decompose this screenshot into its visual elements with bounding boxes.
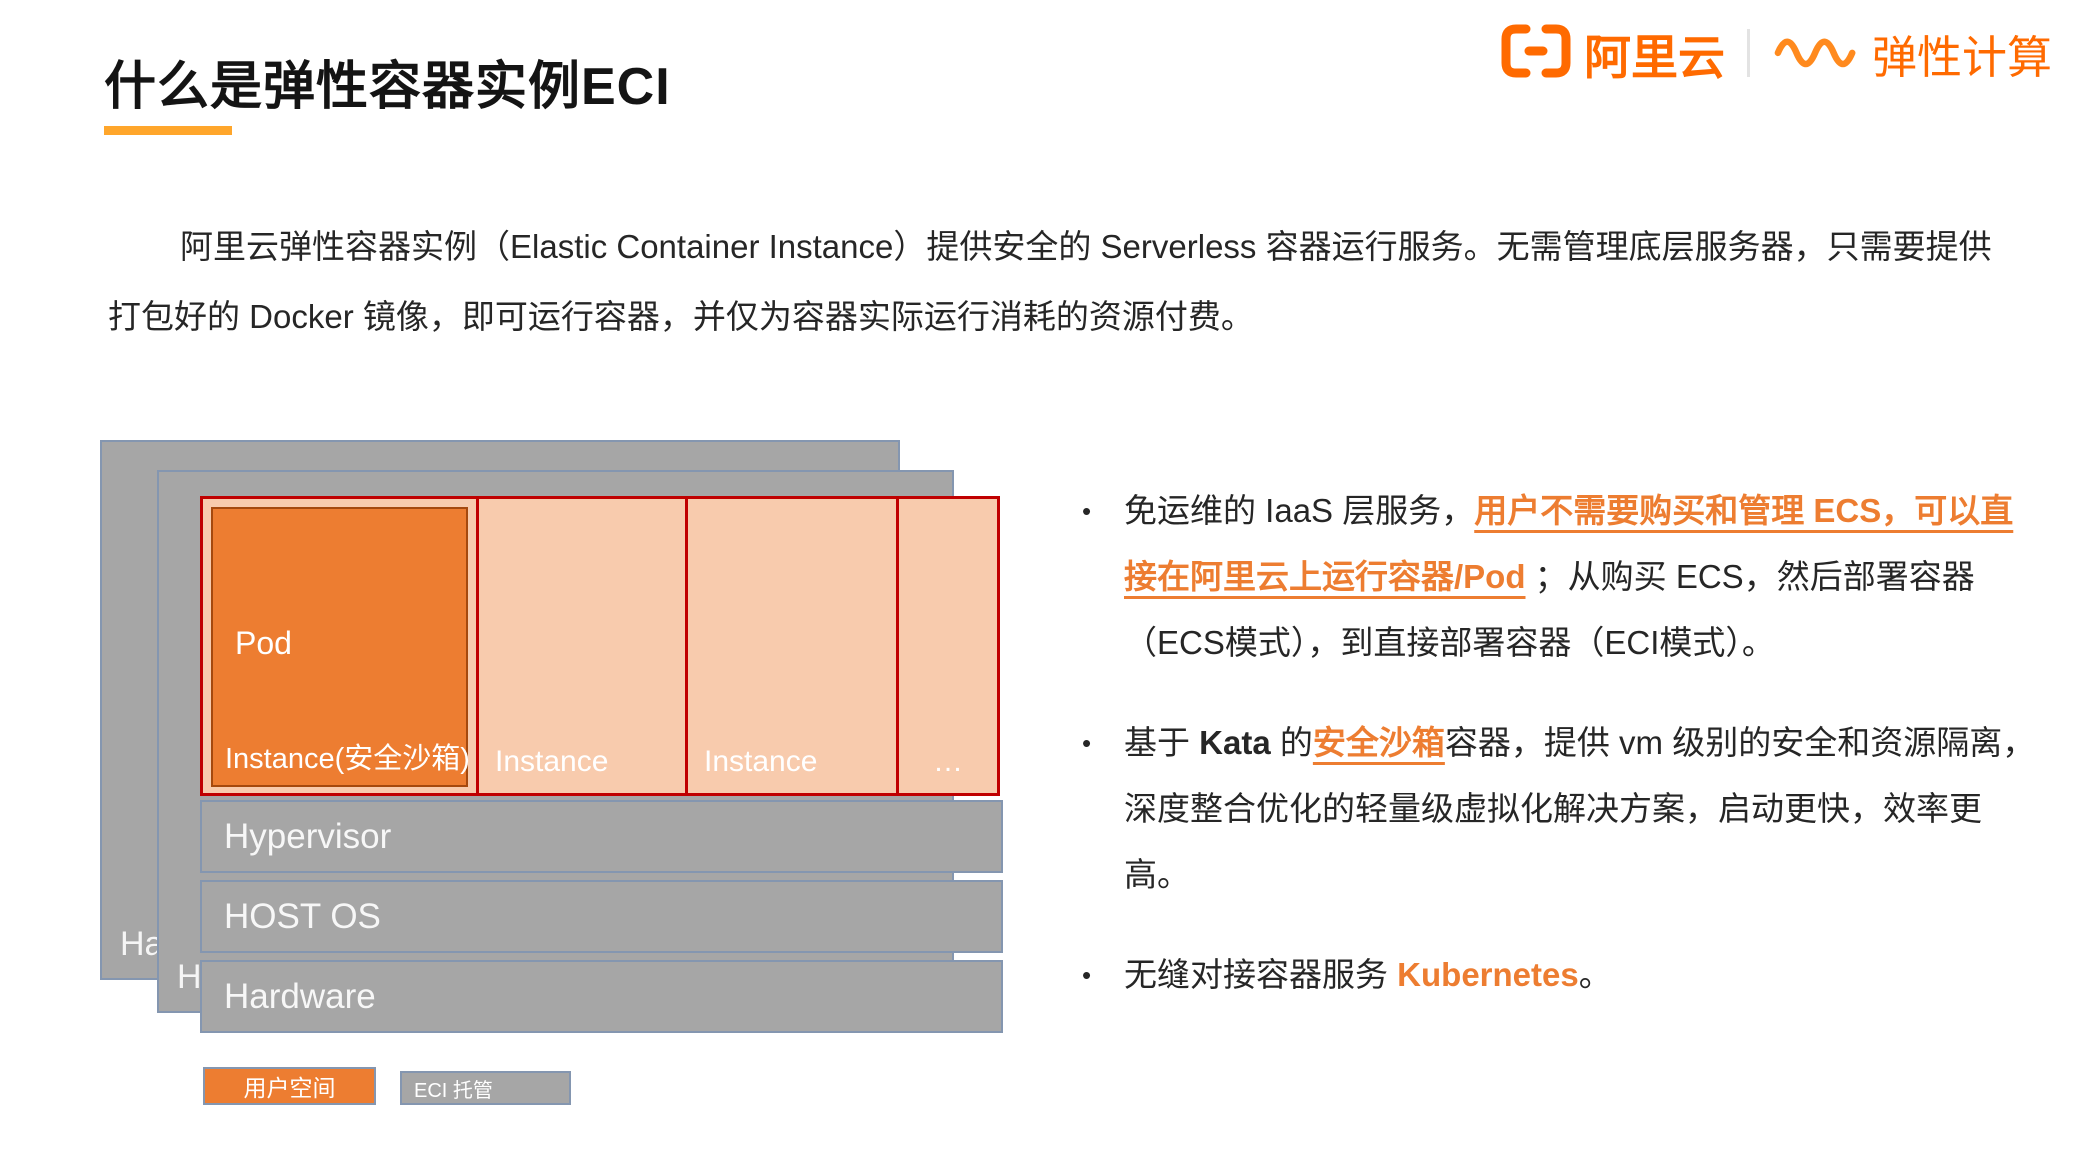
layer-host-os: HOST OS	[200, 880, 1003, 953]
pod-box: Pod Instance(安全沙箱)	[211, 507, 470, 787]
instance-cell: Instance	[685, 499, 896, 793]
bullet-segment: Kata	[1199, 724, 1271, 761]
instance-cell-sandbox: Pod Instance(安全沙箱)	[203, 499, 476, 793]
bullet-segment: Kubernetes	[1397, 956, 1579, 993]
bullet-segment: 无缝对接容器服务	[1124, 956, 1398, 993]
bullet-segment: 基于	[1124, 724, 1200, 761]
bullet-dot: •	[1082, 960, 1092, 990]
bullet-text: 无缝对接容器服务 Kubernetes。	[1124, 956, 1612, 993]
ellipsis-label: …	[933, 745, 963, 778]
logo-divider	[1746, 29, 1750, 77]
instance-label: Instance	[495, 745, 609, 778]
title-underline-bar	[104, 126, 232, 135]
bullet-segment: ；从购买 ECS，然后部署容器（ECS模式），到直接部署容器（ECI模式）。	[1124, 558, 1975, 661]
bullet-item: • 无缝对接容器服务 Kubernetes。	[1078, 942, 2038, 1008]
back-card-hardware-label: Ha	[120, 925, 164, 963]
instance-label: Instance	[704, 745, 818, 778]
bullet-list: • 免运维的 IaaS 层服务，用户不需要购买和管理 ECS，可以直接在阿里云上运…	[1078, 478, 2038, 1042]
bullet-segment: 用户不需要购买和管理 ECS，可以直接在阿里云上运行容器/Pod	[1124, 492, 2014, 595]
intro-paragraph: 阿里云弹性容器实例（Elastic Container Instance）提供安…	[108, 228, 1992, 335]
instance-cell-ellipsis: …	[896, 499, 997, 793]
legend-eci-managed: ECI 托管	[400, 1071, 571, 1105]
logo-brand-text: 阿里云	[1583, 30, 1725, 84]
layer-hypervisor: Hypervisor	[200, 800, 1003, 873]
architecture-diagram: Ha Ha Pod Instance(安全沙箱) Instance Instan…	[100, 440, 1030, 1130]
legend-user-space: 用户空间	[203, 1067, 376, 1105]
bullet-dot: •	[1082, 728, 1092, 758]
layer-hardware: Hardware	[200, 960, 1003, 1033]
bullet-segment: 。	[1578, 956, 1612, 993]
bullet-item: • 基于 Kata 的安全沙箱容器，提供 vm 级别的安全和资源隔离，深度整合优化…	[1078, 710, 2038, 908]
bullet-segment: 的	[1270, 724, 1313, 761]
bullet-segment: 容器，提供 vm 级别的安全和资源隔离，深度整合优化的轻量级虚拟化解决方案，启动…	[1124, 724, 2036, 893]
alibaba-cloud-bracket-icon	[1500, 22, 1572, 85]
pod-label: Pod	[235, 624, 292, 661]
instances-container: Pod Instance(安全沙箱) Instance Instance …	[200, 496, 1000, 796]
bullet-segment: 免运维的 IaaS 层服务，	[1124, 492, 1475, 529]
wave-icon	[1772, 25, 1860, 82]
instance-cell: Instance	[476, 499, 685, 793]
alibaba-cloud-logo: 阿里云 弹性计算	[1500, 22, 2052, 84]
bullet-dot: •	[1082, 496, 1092, 526]
bullet-segment: 安全沙箱	[1312, 724, 1445, 761]
bullet-text: 基于 Kata 的安全沙箱容器，提供 vm 级别的安全和资源隔离，深度整合优化的…	[1124, 724, 2035, 893]
page-title: 什么是弹性容器实例ECI	[104, 58, 671, 116]
bullet-item: • 免运维的 IaaS 层服务，用户不需要购买和管理 ECS，可以直接在阿里云上运…	[1078, 478, 2038, 676]
logo-product-text: 弹性计算	[1871, 31, 2052, 83]
sandbox-instance-label: Instance(安全沙箱)	[225, 743, 470, 775]
bullet-text: 免运维的 IaaS 层服务，用户不需要购买和管理 ECS，可以直接在阿里云上运行…	[1124, 492, 2013, 661]
